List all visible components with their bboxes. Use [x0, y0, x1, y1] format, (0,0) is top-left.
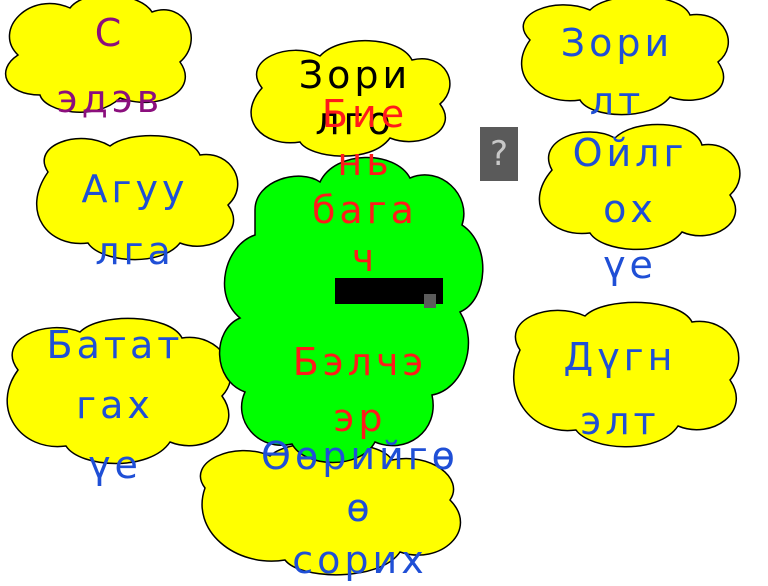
cloud-batatgah	[6, 317, 232, 465]
cloud-zorilgo	[250, 39, 451, 157]
question-mark-icon: ?	[480, 127, 518, 181]
label-uuriigoo: Өөрийгө ө сорих	[261, 434, 459, 582]
cloud-uuriigoo	[199, 441, 462, 576]
label-batatgah: Батат гах үе	[46, 323, 184, 487]
redaction-handle	[424, 294, 436, 308]
label-belcher: Бэлчэ эр	[292, 340, 428, 440]
label-aguulga: Агуу лга	[81, 167, 189, 273]
label-zorilt: Зори лт	[560, 21, 674, 123]
label-dugnelt: Дүгн элт	[563, 335, 677, 443]
cloud-sedev	[4, 0, 192, 113]
cloud-aguulga	[36, 134, 239, 261]
label-oilgoh: Ойлг ох үе	[572, 131, 688, 287]
cloud-center-green	[218, 156, 484, 464]
label-sedev: С эдэв	[56, 11, 164, 121]
cloud-zorilt	[520, 0, 729, 116]
label-zorilgo: Зори лго	[298, 53, 412, 143]
label-bie-n-baga: Бие нь бага ч	[312, 92, 418, 280]
cloud-dugnelt	[512, 301, 740, 448]
cloud-oilgoh	[538, 123, 741, 251]
